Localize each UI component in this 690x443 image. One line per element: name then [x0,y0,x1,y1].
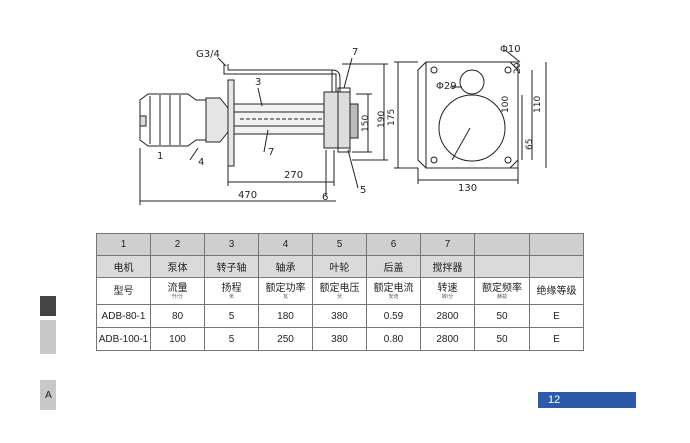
voltage-cell: 380 [312,304,367,328]
spec-header-cell: 流量升/分 [150,277,205,305]
insulation-cell: E [529,327,584,351]
voltage-cell: 380 [312,327,367,351]
part-name-cell: 搅拌器 [420,255,475,278]
spec-header-cell: 额定功率瓦 [258,277,313,305]
label-7-mid: 7 [268,147,275,158]
table-row: ADB-80-1 80 5 180 380 0.59 2800 50 E [96,304,584,328]
current-cell: 0.59 [366,304,421,328]
dim-phi29: Φ29 [436,81,457,92]
part-name-cell: 叶轮 [312,255,367,278]
table-header-row: 1 2 3 4 5 6 7 [96,233,584,256]
spec-header-name: 型号 [113,285,134,297]
spec-header-name: 扬程 [221,282,242,294]
spec-header-unit: 瓦 [282,293,288,300]
spec-table: 1 2 3 4 5 6 7 电机 泵体 转子轴 轴承 叶轮 后盖 搅拌器 型号 … [96,233,584,351]
side-bar-light [40,320,56,354]
header-cell: 1 [96,233,151,256]
power-cell: 180 [258,304,313,328]
page-number: 12 [548,394,561,406]
label-1: 1 [157,151,164,162]
dim-110: 110 [533,95,543,113]
part-name-cell [529,255,584,278]
pump-technical-drawing [139,49,547,205]
header-cell: 6 [366,233,421,256]
table-row: ADB-100-1 100 5 250 380 0.80 2800 50 E [96,327,584,351]
dim-100: 100 [501,95,511,113]
label-5: 5 [360,185,367,196]
part-name-cell: 轴承 [258,255,313,278]
spec-header-cell: 转速转/分 [420,277,475,305]
spec-header-name: 额定电流 [373,282,414,294]
spec-header-unit: 伏 [336,293,342,300]
frequency-cell: 50 [474,304,530,328]
pump-opening [438,94,506,162]
dim-phi10: Φ10 [500,44,521,55]
dim-150: 150 [361,114,371,132]
front-plate [417,61,519,169]
header-cell: 2 [150,233,205,256]
spec-header-name: 额定频率 [482,282,522,294]
spec-header-cell: 型号 [96,277,151,305]
label-7-top: 7 [352,47,359,58]
part-name-cell: 电机 [96,255,151,278]
spec-header-cell: 额定频率赫兹 [474,277,530,305]
header-cell [529,233,584,256]
model-cell: ADB-100-1 [96,327,151,351]
spec-header-name: 额定电压 [319,282,360,294]
spec-header-name: 流量 [167,282,188,294]
label-g34: G3/4 [196,49,220,60]
side-bar-light-bottom [40,380,56,410]
part-name-cell [474,255,530,278]
label-4: 4 [198,157,205,168]
header-cell: 4 [258,233,313,256]
part-names-row: 电机 泵体 转子轴 轴承 叶轮 后盖 搅拌器 [96,255,584,278]
page-number-badge: 12 [538,392,636,408]
part-name-cell: 后盖 [366,255,421,278]
outlet-hole [459,69,485,95]
dim-20: 20 [513,62,523,74]
header-cell: 7 [420,233,475,256]
spec-headers-row: 型号 流量升/分 扬程米 额定功率瓦 额定电压伏 额定电流安培 转速转/分 额定… [96,277,584,305]
part-name-cell: 转子轴 [204,255,259,278]
header-cell: 3 [204,233,259,256]
current-cell: 0.80 [366,327,421,351]
part-name-cell: 泵体 [150,255,205,278]
model-cell: ADB-80-1 [96,304,151,328]
dim-270: 270 [284,170,304,181]
spec-header-cell: 额定电流安培 [366,277,421,305]
frequency-cell: 50 [474,327,530,351]
side-letter: A [45,390,52,401]
side-bar-dark [40,296,56,316]
power-cell: 250 [258,327,313,351]
spec-header-cell: 额定电压伏 [312,277,367,305]
spec-header-unit: 安培 [388,293,399,300]
insulation-cell: E [529,304,584,328]
spec-header-cell: 绝缘等级 [529,277,584,305]
speed-cell: 2800 [420,304,475,328]
flow-cell: 100 [150,327,205,351]
spec-header-cell: 扬程米 [204,277,259,305]
header-cell: 5 [312,233,367,256]
spec-header-unit: 赫兹 [496,293,507,300]
header-cell [474,233,530,256]
label-6: 6 [322,192,329,203]
spec-header-unit: 米 [228,293,234,300]
head-cell: 5 [204,327,259,351]
flow-cell: 80 [150,304,205,328]
dim-175: 175 [387,108,397,126]
head-cell: 5 [204,304,259,328]
spec-header-unit: 升/分 [171,293,184,300]
dim-470: 470 [238,190,258,201]
spec-header-name: 转速 [437,282,458,294]
dim-130: 130 [458,183,478,194]
label-3: 3 [255,77,262,88]
spec-header-unit: 转/分 [441,293,454,300]
spec-header-name: 额定功率 [265,282,306,294]
dim-65: 65 [525,138,535,150]
speed-cell: 2800 [420,327,475,351]
dim-190: 190 [377,110,387,128]
spec-header-name: 绝缘等级 [536,285,577,297]
